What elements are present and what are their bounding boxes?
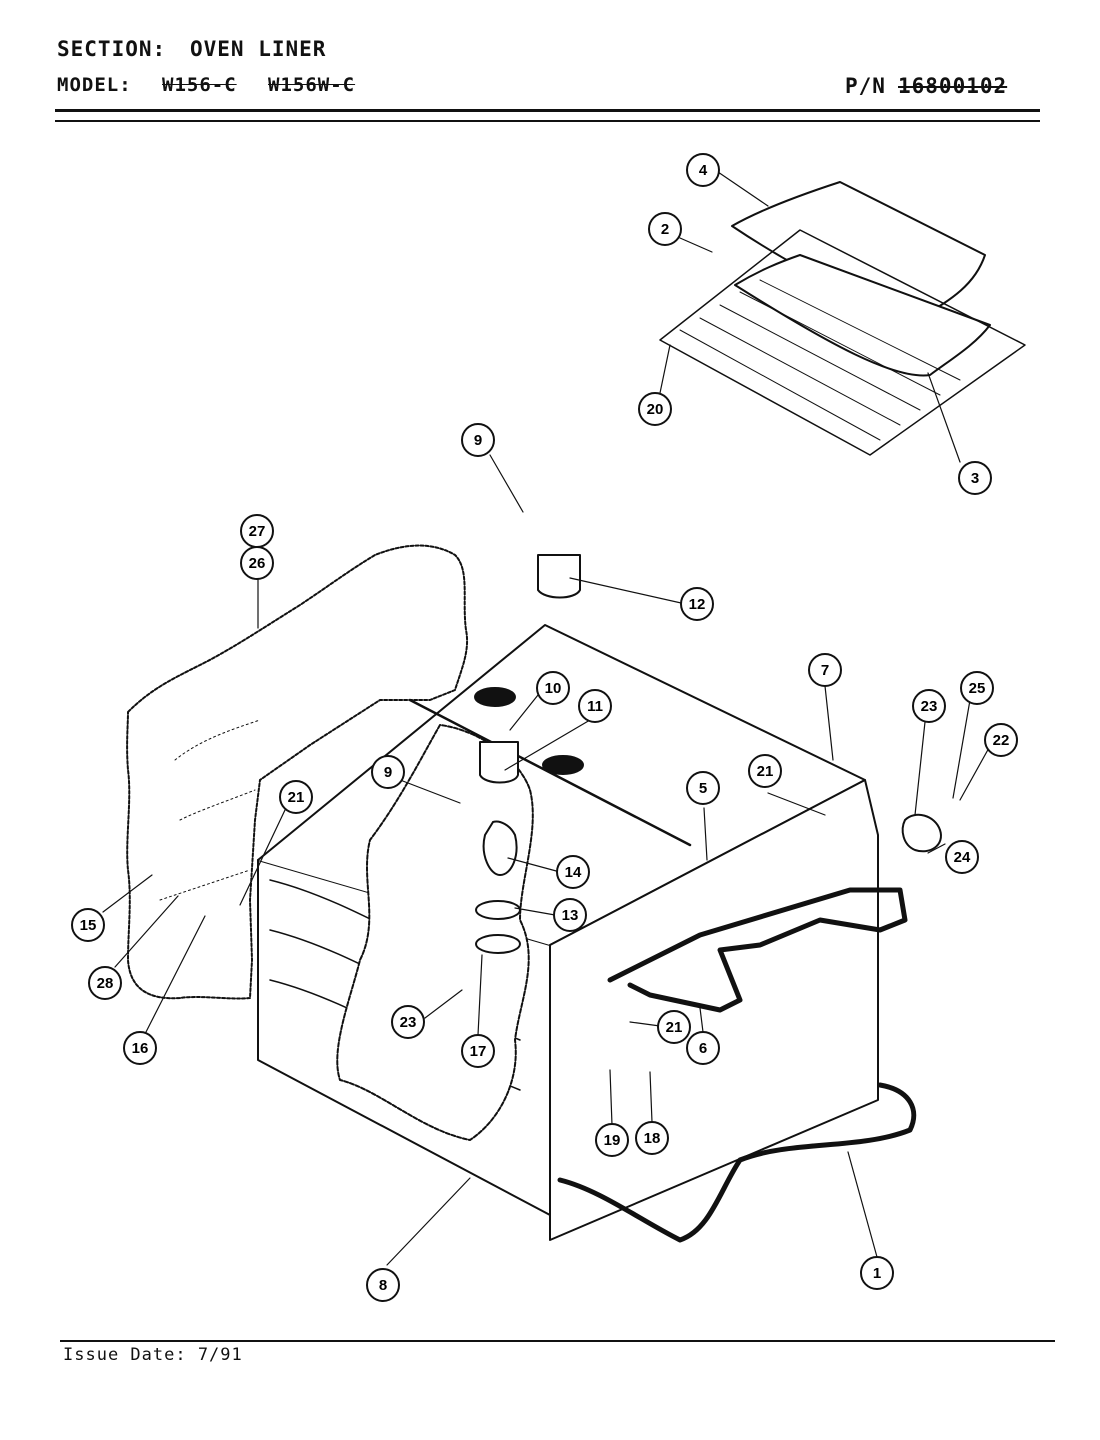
- svg-text:3: 3: [971, 470, 979, 487]
- model-number-2: W156W-C: [268, 74, 356, 96]
- svg-text:1: 1: [873, 1265, 881, 1282]
- svg-text:27: 27: [249, 523, 266, 540]
- svg-text:10: 10: [545, 680, 562, 697]
- socket-top: [537, 554, 581, 599]
- insulation-blanket: [126, 544, 468, 1000]
- svg-text:28: 28: [97, 975, 114, 992]
- svg-text:24: 24: [954, 849, 971, 866]
- svg-text:21: 21: [288, 789, 305, 806]
- callout-11: 11: [578, 689, 612, 723]
- callout-4: 4: [686, 153, 720, 187]
- callout-28: 28: [88, 966, 122, 1000]
- lens: [475, 900, 521, 920]
- callout-16: 16: [123, 1031, 157, 1065]
- lens-gasket: [475, 934, 521, 954]
- svg-text:11: 11: [587, 698, 603, 715]
- callout-25: 25: [960, 671, 994, 705]
- svg-text:26: 26: [249, 555, 266, 572]
- callout-17: 17: [461, 1034, 495, 1068]
- svg-text:9: 9: [474, 432, 482, 449]
- callout-7: 7: [808, 653, 842, 687]
- svg-text:20: 20: [647, 401, 664, 418]
- callout-21a: 21: [279, 780, 313, 814]
- svg-text:23: 23: [921, 698, 938, 715]
- svg-text:19: 19: [604, 1132, 621, 1149]
- callout-20: 20: [638, 392, 672, 426]
- svg-text:13: 13: [562, 907, 579, 924]
- part-number: 16800102: [898, 74, 1008, 98]
- svg-text:6: 6: [699, 1040, 707, 1057]
- callout-21b: 21: [748, 754, 782, 788]
- svg-text:25: 25: [969, 680, 986, 697]
- light-bulb: [482, 820, 518, 876]
- svg-text:14: 14: [565, 864, 582, 881]
- callout-group: 1 2 3 4 5 6 7 8 9 9 10 11 12 13 14 15 16…: [71, 153, 1018, 1302]
- callout-3: 3: [958, 461, 992, 495]
- bake-element: [557, 1082, 917, 1243]
- svg-text:8: 8: [379, 1277, 387, 1294]
- callout-14: 14: [556, 855, 590, 889]
- section-title: OVEN LINER: [190, 37, 327, 61]
- svg-text:9: 9: [384, 764, 392, 781]
- footer-rule: [60, 1340, 1055, 1342]
- svg-text:21: 21: [666, 1019, 683, 1036]
- callout-12: 12: [680, 587, 714, 621]
- svg-text:17: 17: [470, 1043, 487, 1060]
- svg-text:22: 22: [993, 732, 1010, 749]
- callout-24: 24: [945, 840, 979, 874]
- callout-23b: 23: [391, 1005, 425, 1039]
- callout-10: 10: [536, 671, 570, 705]
- oven-rack-and-pans: [659, 181, 1026, 456]
- svg-text:7: 7: [821, 662, 829, 679]
- callout-19: 19: [595, 1123, 629, 1157]
- callout-23a: 23: [912, 689, 946, 723]
- svg-text:12: 12: [689, 596, 706, 613]
- callout-18: 18: [635, 1121, 669, 1155]
- model-number-1: W156-C: [162, 74, 237, 96]
- callout-26: 26: [240, 546, 274, 580]
- callout-22: 22: [984, 723, 1018, 757]
- svg-text:2: 2: [661, 221, 669, 238]
- svg-text:18: 18: [644, 1130, 661, 1147]
- model-label: MODEL:: [57, 74, 132, 96]
- callout-9: 9: [461, 423, 495, 457]
- svg-text:16: 16: [132, 1040, 149, 1057]
- callout-13: 13: [553, 898, 587, 932]
- callout-2: 2: [648, 212, 682, 246]
- sensor-bracket: [901, 813, 942, 853]
- callout-1: 1: [860, 1256, 894, 1290]
- callout-21c: 21: [657, 1010, 691, 1044]
- leader-lines: [102, 171, 991, 1266]
- callout-8: 8: [366, 1268, 400, 1302]
- header-rule-top: [55, 109, 1040, 112]
- callout-15: 15: [71, 908, 105, 942]
- issue-date: Issue Date: 7/91: [63, 1345, 243, 1365]
- section-label: SECTION:: [57, 37, 167, 61]
- svg-text:23: 23: [400, 1014, 417, 1031]
- callout-27: 27: [240, 514, 274, 548]
- part-number-label: P/N: [845, 74, 886, 98]
- callout-6: 6: [686, 1031, 720, 1065]
- broil-element: [607, 887, 908, 1013]
- svg-text:5: 5: [699, 780, 707, 797]
- callout-9b: 9: [371, 755, 405, 789]
- svg-text:15: 15: [80, 917, 97, 934]
- light-socket: [479, 741, 519, 784]
- callout-5: 5: [686, 771, 720, 805]
- svg-text:21: 21: [757, 763, 774, 780]
- header-rule-bottom: [55, 120, 1040, 122]
- svg-text:4: 4: [699, 162, 708, 179]
